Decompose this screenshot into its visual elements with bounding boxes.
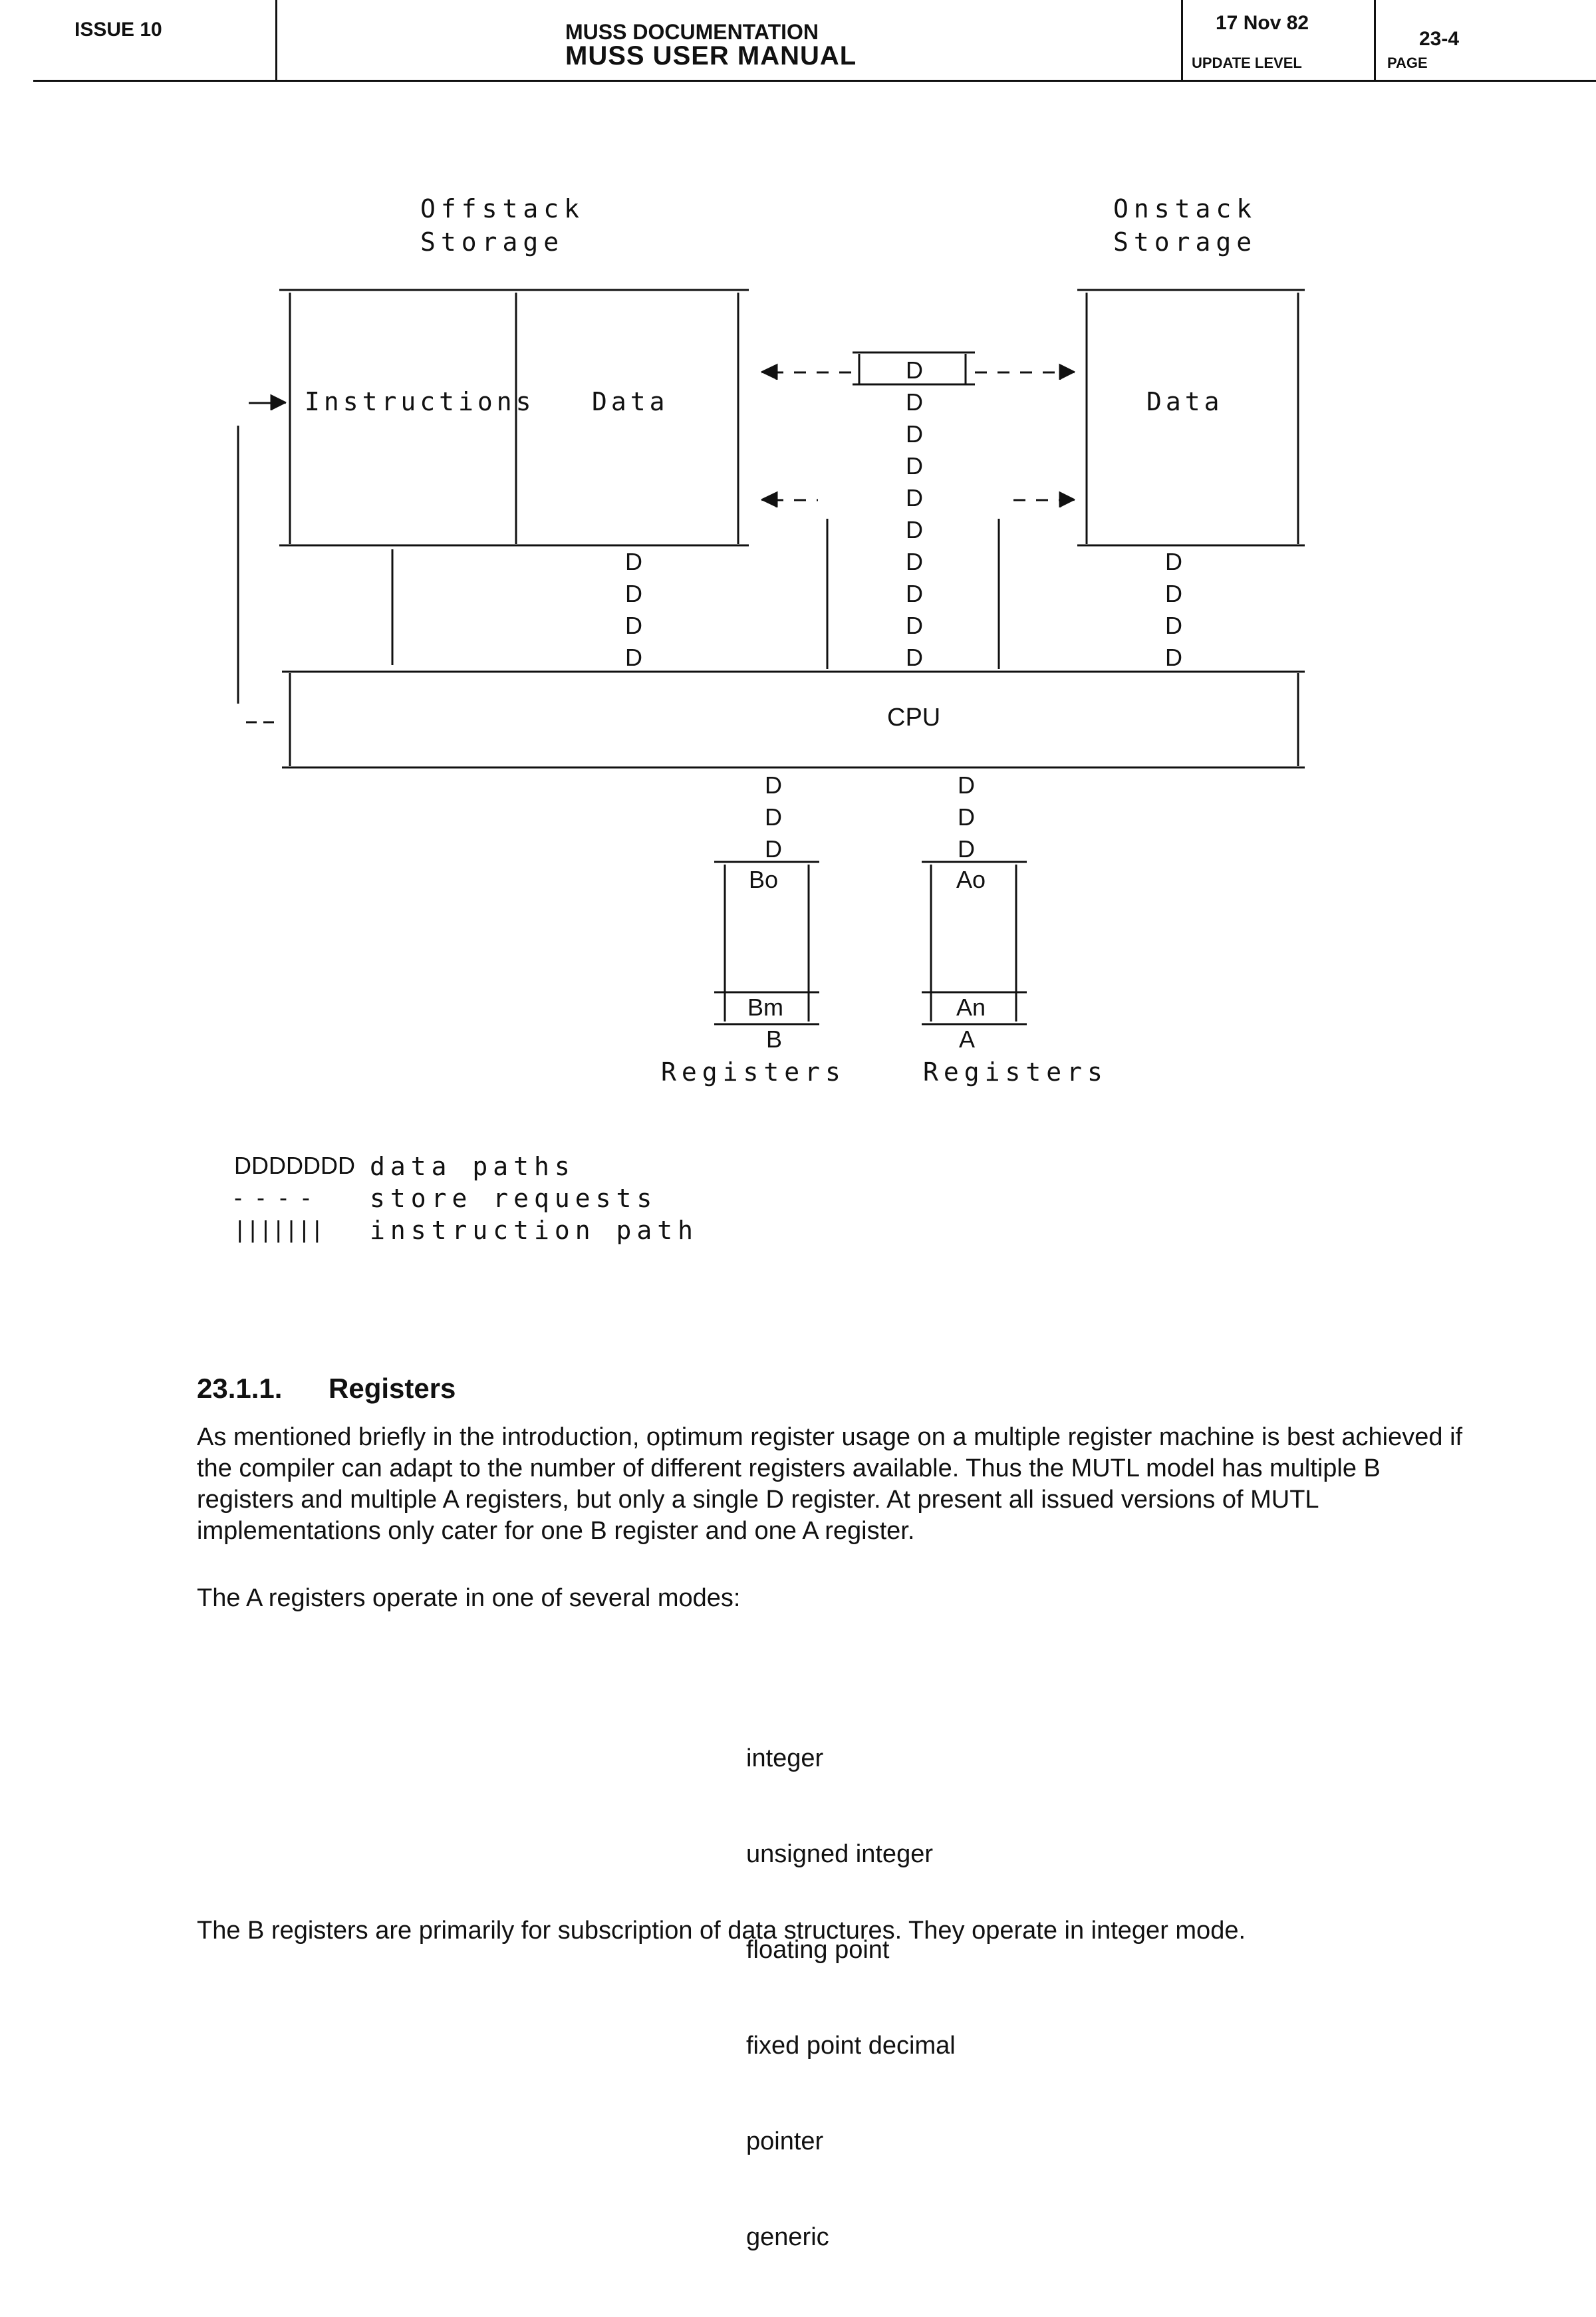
header-divider	[1374, 0, 1376, 81]
data-path-glyph: D	[906, 548, 923, 575]
doc-title-line1: MUSS DOCUMENTATION	[565, 20, 819, 44]
paragraph: As mentioned briefly in the introduction…	[197, 1423, 1463, 1545]
d-register-label: D	[906, 356, 923, 384]
b-register-bottom: Bm	[747, 994, 783, 1021]
data-path-glyph: D	[765, 771, 782, 799]
b-register-letter: B	[766, 1025, 783, 1053]
a-register-letter: A	[959, 1025, 976, 1053]
legend-instruction-path-text: instruction path	[370, 1216, 699, 1245]
a-register-bottom: An	[956, 994, 986, 1021]
page-label: PAGE	[1387, 55, 1428, 71]
data-path-glyph: D	[625, 644, 642, 671]
data-path-glyph: D	[906, 420, 923, 448]
data-path-glyph: D	[958, 771, 975, 799]
data-path-glyph: D	[958, 835, 975, 863]
update-date: 17 Nov 82	[1216, 12, 1309, 34]
data-path-glyph: D	[1165, 612, 1182, 639]
list-item: fixed point decimal	[746, 2032, 956, 2060]
issue-label: ISSUE 10	[74, 19, 162, 41]
cpu-label: CPU	[887, 704, 941, 732]
paragraph: The A registers operate in one of severa…	[197, 1584, 741, 1612]
legend-store-requests-symbol: - - - -	[234, 1184, 314, 1211]
data-path-glyph: D	[906, 452, 923, 479]
data-path-glyph: D	[906, 644, 923, 671]
list-item: floating point	[746, 1936, 890, 1964]
offstack-label: Offstack	[420, 194, 585, 223]
data-path-glyph: D	[1165, 580, 1182, 607]
instructions-label: Instructions	[305, 387, 535, 416]
data-path-glyph: D	[1165, 548, 1182, 575]
b-register-top: Bo	[749, 866, 779, 893]
doc-title-line2: MUSS USER MANUAL	[565, 41, 857, 70]
data-path-glyph: D	[906, 388, 923, 416]
data-path-glyph: D	[906, 516, 923, 543]
update-level-label: UPDATE LEVEL	[1192, 55, 1302, 71]
header-rule	[33, 80, 1596, 82]
register-modes-list: integer unsigned integer floating point …	[746, 1679, 956, 2317]
a-registers-label: Registers	[923, 1057, 1108, 1087]
data-path-glyph: D	[625, 548, 642, 575]
data-path-glyph: D	[958, 803, 975, 831]
data-path-glyph: D	[906, 580, 923, 607]
list-item: generic	[746, 2223, 829, 2251]
legend-data-paths-text: data paths	[370, 1152, 575, 1181]
section-number: 23.1.1.	[197, 1373, 283, 1404]
legend-store-requests-text: store requests	[370, 1184, 658, 1213]
offstack-label: Storage	[420, 227, 565, 257]
data-path-glyph: D	[625, 612, 642, 639]
list-item: pointer	[746, 2127, 824, 2155]
legend-data-paths-symbol: DDDDDDD	[234, 1152, 355, 1179]
page-header: ISSUE 10 MUSS DOCUMENTATION MUSS USER MA…	[0, 0, 1596, 83]
data-path-glyph: D	[765, 835, 782, 863]
diagram-lines	[237, 289, 1305, 1025]
b-registers-label: Registers	[661, 1057, 846, 1087]
data-path-glyph: D	[625, 580, 642, 607]
data-path-glyph: D	[906, 612, 923, 639]
offstack-data-label: Data	[592, 387, 669, 416]
data-path-glyph: D	[906, 484, 923, 511]
a-register-top: Ao	[956, 866, 986, 893]
header-divider	[275, 0, 277, 81]
data-path-glyph: D	[1165, 644, 1182, 671]
header-divider	[1181, 0, 1183, 81]
paragraph: The B registers are primarily for subscr…	[197, 1917, 1246, 1945]
page-number: 23-4	[1419, 28, 1460, 50]
onstack-data-label: Data	[1146, 387, 1224, 416]
onstack-label: Storage	[1113, 227, 1258, 257]
section-title: Registers	[329, 1373, 456, 1404]
list-item: integer	[746, 1744, 824, 1772]
data-path-glyph: D	[765, 803, 782, 831]
list-item: unsigned integer	[746, 1840, 933, 1868]
onstack-label: Onstack	[1113, 194, 1258, 223]
legend-instruction-path-symbol: |||||||	[237, 1216, 327, 1243]
